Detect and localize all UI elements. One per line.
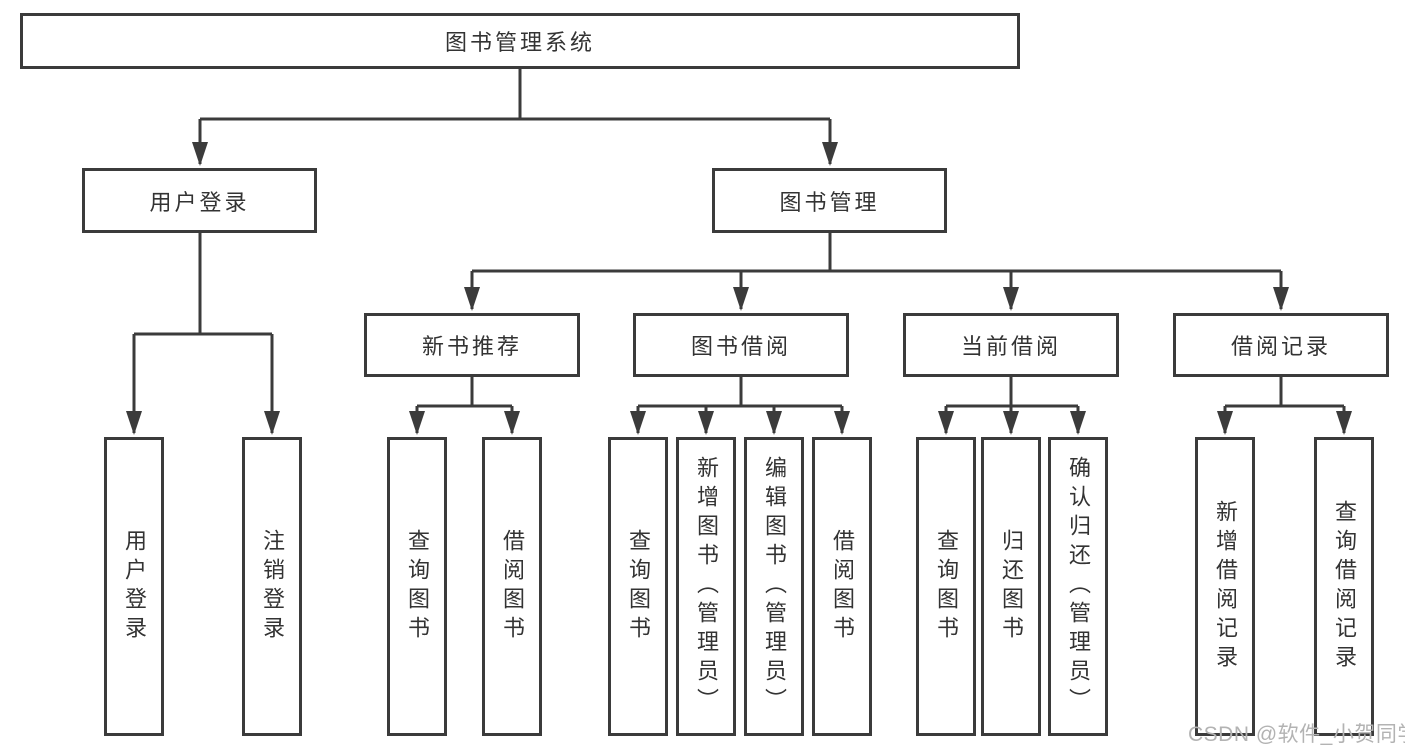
connector-new-book-rec-children [409,377,520,435]
node-root-system: 图书管理系统 [20,13,1020,69]
connector-current-borrow-children [938,377,1086,435]
leaf-query-books: 查询图书 [387,437,447,736]
leaf-query-borrow-record: 查询借阅记录 [1314,437,1374,736]
leaf-borrow-books: 借阅图书 [812,437,872,736]
leaf-logout: 注销登录 [242,437,302,736]
node-borrowing-records: 借阅记录 [1173,313,1389,377]
connector-book-mgmt-children [464,233,1289,311]
leaf-add-borrow-record: 新增借阅记录 [1195,437,1255,736]
leaf-confirm-return-admin: 确认归还（管理员） [1048,437,1108,736]
leaf-borrow-books: 借阅图书 [482,437,542,736]
connector-book-borrow-children [630,377,850,435]
leaf-query-books: 查询图书 [916,437,976,736]
connector-borrow-records-children [1217,377,1352,435]
leaf-query-books: 查询图书 [608,437,668,736]
leaf-return-books: 归还图书 [981,437,1041,736]
watermark-text: CSDN @软件_小贺同学 [1188,723,1405,746]
node-new-book-recommend: 新书推荐 [364,313,580,377]
node-user-login: 用户登录 [82,168,317,233]
node-current-borrowing: 当前借阅 [903,313,1119,377]
leaf-add-books-admin: 新增图书（管理员） [676,437,736,736]
leaf-edit-books-admin: 编辑图书（管理员） [744,437,804,736]
connector-user-login-children [126,233,280,435]
node-book-management: 图书管理 [712,168,947,233]
connector-root-to-level2 [192,69,838,166]
node-book-borrowing: 图书借阅 [633,313,849,377]
leaf-user-login: 用户登录 [104,437,164,736]
